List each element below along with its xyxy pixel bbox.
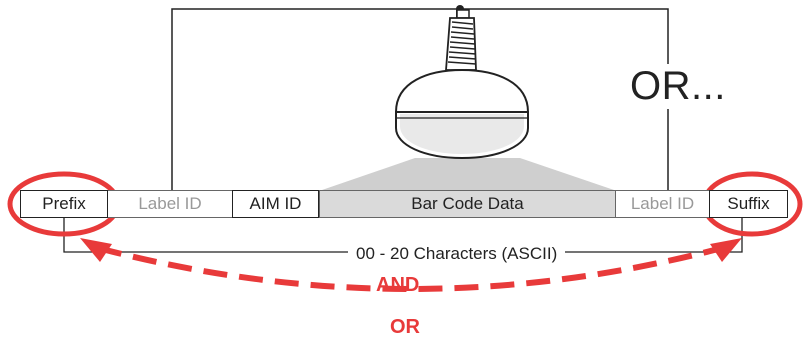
double-arrow-icon	[80, 238, 742, 292]
or-label: OR	[390, 316, 420, 338]
scan-beam	[322, 158, 614, 190]
label-id-left-segment: Label ID	[108, 190, 232, 218]
bar-code-data-segment: Bar Code Data	[319, 190, 616, 218]
suffix-segment: Suffix	[709, 190, 788, 218]
and-label: AND	[376, 274, 420, 296]
aim-id-segment: AIM ID	[232, 190, 319, 218]
prefix-segment: Prefix	[20, 190, 108, 218]
or-callout: OR...	[628, 64, 728, 109]
length-note: 00 - 20 Characters (ASCII)	[348, 244, 566, 264]
label-id-right-segment: Label ID	[616, 190, 709, 218]
barcode-scanner-icon	[394, 5, 530, 160]
